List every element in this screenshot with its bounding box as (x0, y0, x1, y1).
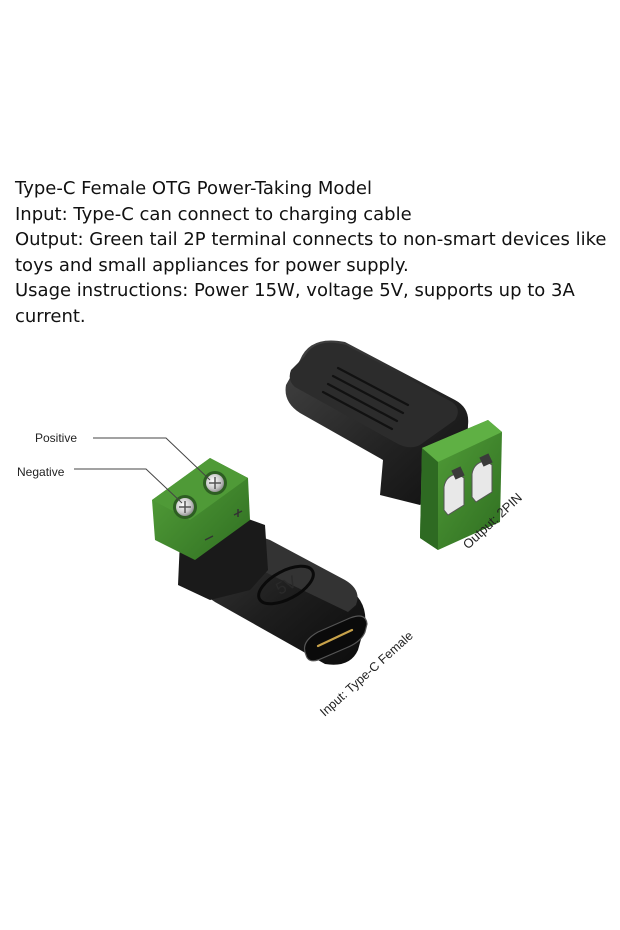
description-output: Output: Green tail 2P terminal connects … (15, 229, 607, 276)
polarity-marks (204, 509, 243, 541)
terminal-screws (173, 471, 227, 519)
description-usage: Usage instructions: Power 15W, voltage 5… (15, 280, 575, 327)
callout-lines (74, 437, 211, 504)
right-adapter (285, 340, 502, 550)
product-description: Type-C Female OTG Power-Taking Model Inp… (15, 176, 610, 329)
type-c-port (303, 615, 368, 662)
negative-label: Negative (17, 465, 65, 479)
grip-lines (321, 366, 410, 431)
description-title: Type-C Female OTG Power-Taking Model (15, 178, 372, 199)
left-adapter: 5V (152, 458, 368, 665)
terminal-pins (443, 453, 493, 516)
description-input: Input: Type-C can connect to charging ca… (15, 203, 412, 225)
negative-leader-line (74, 468, 183, 504)
right-adapter-top-face (289, 342, 458, 448)
positive-label: Positive (35, 431, 78, 445)
positive-leader-line (93, 437, 211, 481)
